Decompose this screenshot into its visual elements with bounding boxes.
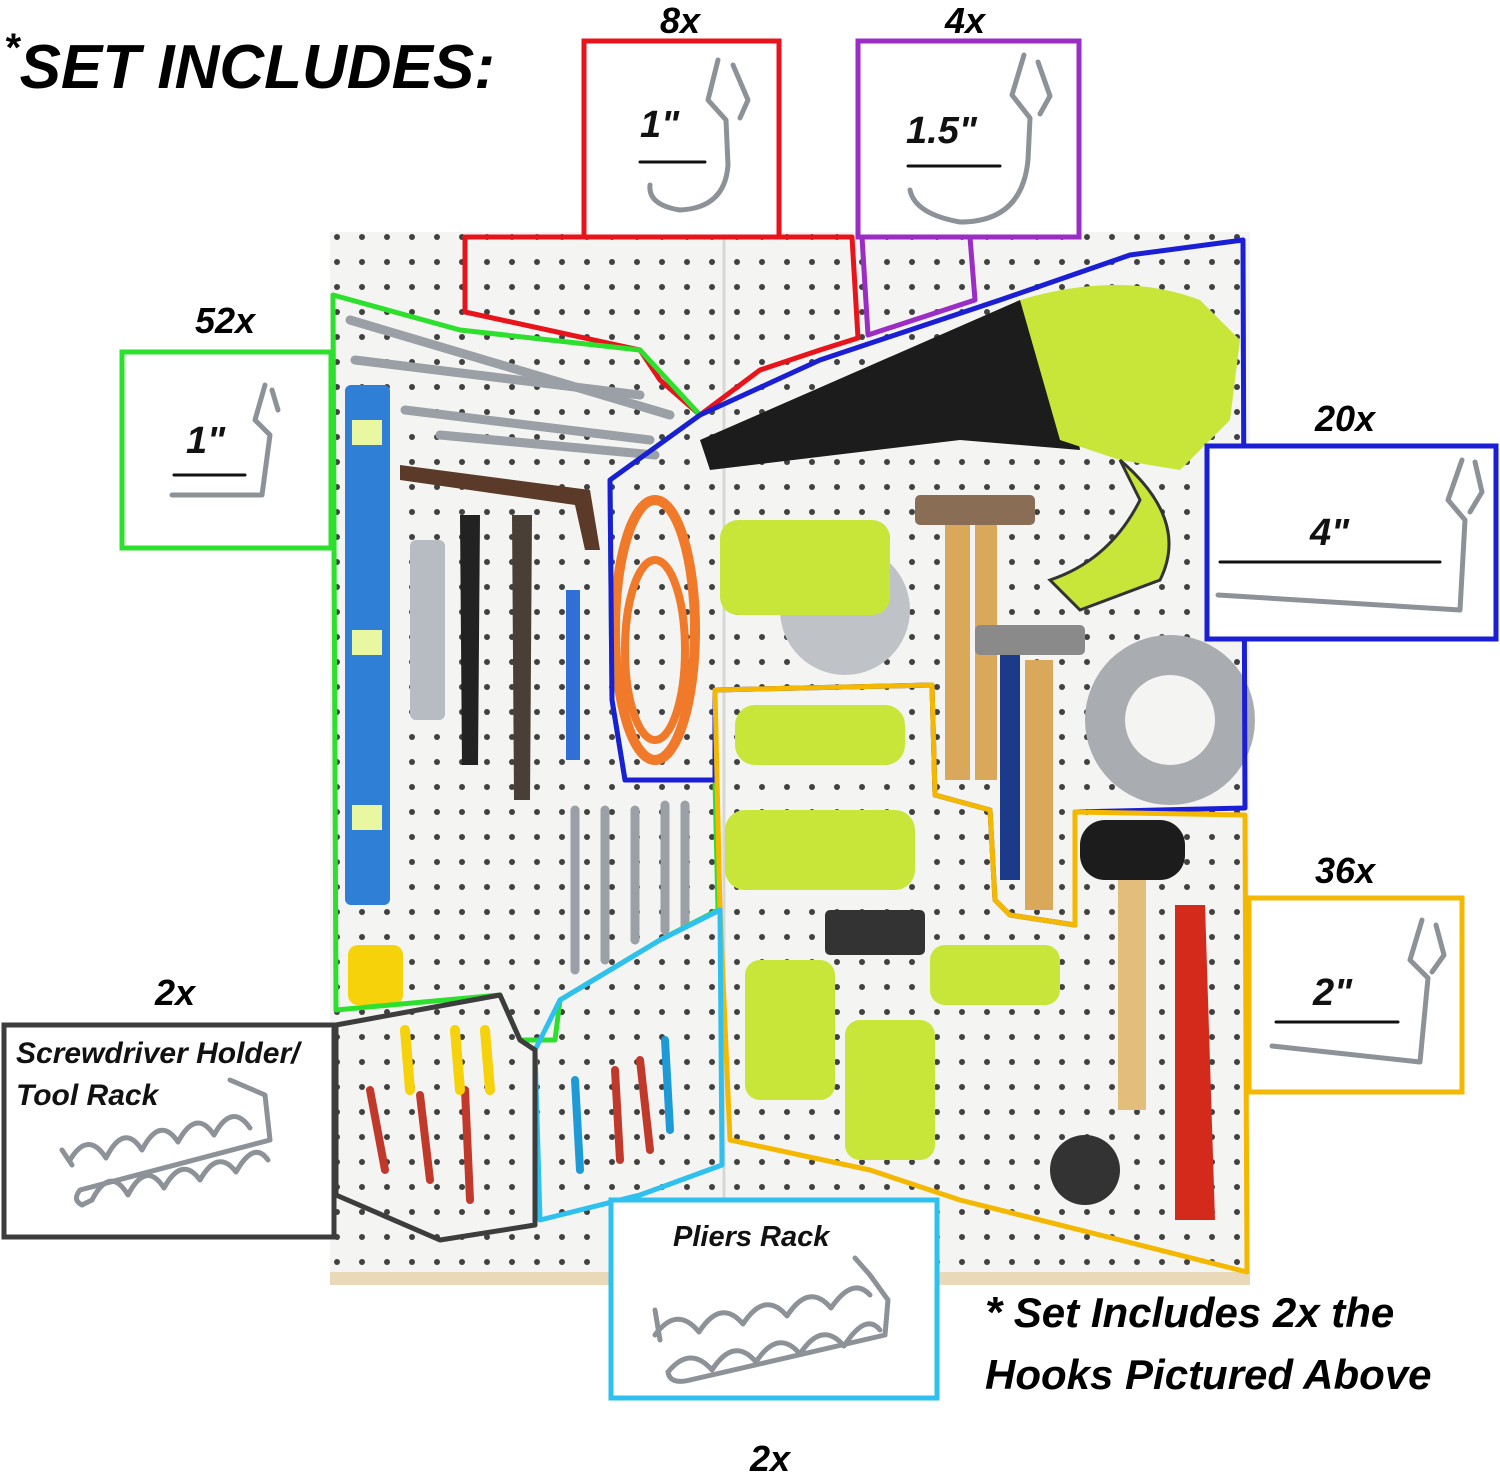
blue-hook-count: 20x (1314, 398, 1376, 439)
green-hook-count: 52x (194, 300, 256, 341)
pliers-rack-title: Pliers Rack (673, 1221, 830, 1253)
pliers-rack-count: 2x (749, 1438, 791, 1479)
footnote-line1: * Set Includes 2x the (985, 1288, 1395, 1337)
orange-zone-outline (712, 682, 1250, 1275)
tool-rack-count: 2x (154, 972, 196, 1013)
orange-hook-count: 36x (1314, 850, 1376, 891)
pliers-rack-icon (652, 1255, 891, 1384)
tools (345, 285, 1255, 1220)
tool-rack-icon (59, 1077, 273, 1208)
blue-hook-size: 4" (1310, 512, 1350, 554)
tool-rack-title-line1: Screwdriver Holder/ (16, 1037, 300, 1070)
footnote: * Set Includes 2x the Hooks Pictured Abo… (985, 1282, 1432, 1406)
heading-text: SET INCLUDES: (19, 33, 495, 102)
page-title: *SET INCLUDES: (4, 26, 495, 103)
hook-icon (1269, 917, 1447, 1065)
footnote-line2: Hooks Pictured Above (985, 1351, 1432, 1398)
hook-icon (647, 57, 751, 213)
green-hook-size: 1" (186, 420, 226, 462)
hook-icon (1215, 457, 1485, 613)
footnote-asterisk: * (985, 1288, 1003, 1337)
leaf-blower-icon (700, 300, 1080, 470)
tool-rack-title-line2: Tool Rack (16, 1079, 159, 1112)
red-hook-box (581, 38, 782, 240)
purple-hook-size: 1.5" (906, 110, 977, 152)
green-hook-box (119, 349, 334, 551)
hook-icon (169, 382, 281, 498)
red-zone-outline (462, 234, 861, 418)
orange-hook-box (1246, 895, 1465, 1095)
red-hook-count: 8x (659, 0, 701, 41)
cyan-zone-outline (532, 907, 725, 1223)
tool-rack-title: Screwdriver Holder/ Tool Rack (16, 1033, 299, 1117)
pliers-rack-box (608, 1197, 940, 1401)
hook-icon (907, 52, 1053, 225)
orange-hook-size: 2" (1313, 972, 1353, 1014)
dark-zone-outline (333, 992, 538, 1243)
heading-asterisk: * (4, 26, 20, 70)
purple-hook-count: 4x (944, 0, 986, 41)
red-hook-size: 1" (640, 104, 680, 146)
